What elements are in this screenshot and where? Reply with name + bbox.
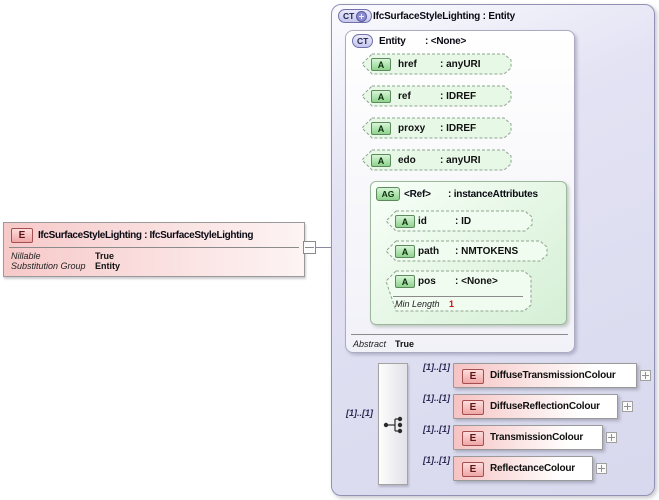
attribute-shape [385, 210, 533, 232]
element-badge: E [462, 369, 484, 384]
element-transmission-colour[interactable]: E TransmissionColour [453, 425, 603, 450]
attribute-group-name: <Ref> [404, 189, 431, 200]
attribute-type: : anyURI [440, 154, 481, 166]
source-element-box[interactable]: E IfcSurfaceStyleLighting : IfcSurfaceSt… [3, 222, 305, 277]
base-type-type: : <None> [425, 36, 467, 47]
attribute-pos[interactable]: A pos : <None> Min Length 1 [385, 270, 532, 312]
attribute-shape [361, 117, 512, 139]
base-type-name: Entity [379, 36, 406, 47]
attribute-badge: A [371, 90, 391, 103]
element-name: DiffuseReflectionColour [490, 401, 600, 412]
attribute-badge: A [371, 58, 391, 71]
attribute-name: path [418, 245, 440, 257]
abstract-facet-value: True [395, 339, 415, 349]
complex-type-title: IfcSurfaceStyleLighting : Entity [373, 11, 515, 22]
attribute-edo[interactable]: A edo : anyURI [361, 149, 512, 171]
connector-source-to-type [305, 247, 342, 248]
complex-type-badge-label: CT [343, 11, 355, 21]
element-name: ReflectanceColour [490, 463, 575, 474]
base-type-badge: CT [352, 34, 374, 48]
expand-plus-icon[interactable] [356, 10, 368, 22]
child-multiplicity: [1]..[1] [423, 455, 450, 465]
facet-separator [393, 296, 523, 297]
abstract-separator [351, 334, 568, 335]
element-badge: E [462, 400, 484, 415]
attribute-name: ref [398, 90, 411, 102]
facet-value: 1 [449, 299, 455, 309]
attribute-group-type: : instanceAttributes [448, 189, 538, 200]
attribute-proxy[interactable]: A proxy : IDREF [361, 117, 512, 139]
element-diffuse-reflection-colour[interactable]: E DiffuseReflectionColour [453, 394, 618, 419]
expand-plus-icon[interactable] [596, 463, 607, 474]
attribute-badge: A [395, 275, 415, 288]
attribute-type: : IDREF [440, 90, 477, 102]
attribute-name: id [418, 215, 427, 227]
expand-plus-icon[interactable] [640, 370, 651, 381]
collapse-handle-icon[interactable] [303, 241, 316, 254]
expand-plus-icon[interactable] [622, 401, 633, 412]
attribute-badge: A [371, 122, 391, 135]
child-multiplicity: [1]..[1] [423, 424, 450, 434]
attribute-id[interactable]: A id : ID [385, 210, 533, 232]
child-multiplicity: [1]..[1] [423, 393, 450, 403]
element-badge: E [11, 228, 33, 243]
attribute-ref[interactable]: A ref : IDREF [361, 85, 512, 107]
attribute-name: href [398, 58, 417, 70]
attribute-type: : IDREF [440, 122, 477, 134]
element-name: TransmissionColour [490, 432, 584, 443]
attribute-type: : anyURI [440, 58, 481, 70]
attribute-group-badge: AG [376, 187, 400, 201]
attribute-shape [385, 240, 548, 262]
sequence-icon [383, 416, 403, 434]
abstract-facet-name: Abstract [353, 339, 387, 349]
attribute-shape [361, 149, 512, 171]
attribute-name: proxy [398, 122, 426, 134]
attribute-name: edo [398, 154, 416, 166]
property-value: True [95, 251, 115, 261]
element-diffuse-transmission-colour[interactable]: E DiffuseTransmissionColour [453, 363, 637, 388]
attribute-href[interactable]: A href : anyURI [361, 53, 512, 75]
property-name: Substitution Group [11, 261, 86, 271]
attribute-type: : NMTOKENS [455, 245, 519, 257]
property-value: Entity [95, 261, 121, 271]
facet-name: Min Length [395, 299, 440, 309]
element-badge: E [462, 431, 484, 446]
attribute-name: pos [418, 275, 436, 287]
element-name: DiffuseTransmissionColour [490, 370, 616, 381]
attribute-path[interactable]: A path : NMTOKENS [385, 240, 548, 262]
child-multiplicity: [1]..[1] [423, 362, 450, 372]
sequence-compositor[interactable] [378, 363, 408, 485]
expand-plus-icon[interactable] [606, 432, 617, 443]
attribute-shape [385, 270, 532, 312]
attribute-shape [361, 85, 512, 107]
sequence-multiplicity: [1]..[1] [346, 408, 373, 418]
complex-type-badge: CT [338, 9, 373, 23]
element-reflectance-colour[interactable]: E ReflectanceColour [453, 456, 593, 481]
attribute-shape [361, 53, 512, 75]
attribute-badge: A [371, 154, 391, 167]
attribute-badge: A [395, 215, 415, 228]
property-name: Nillable [11, 251, 41, 261]
source-separator [9, 247, 299, 248]
attribute-badge: A [395, 245, 415, 258]
source-element-title: IfcSurfaceStyleLighting : IfcSurfaceStyl… [38, 230, 254, 241]
attribute-type: : ID [455, 215, 472, 227]
attribute-type: : <None> [455, 275, 498, 287]
element-badge: E [462, 462, 484, 477]
